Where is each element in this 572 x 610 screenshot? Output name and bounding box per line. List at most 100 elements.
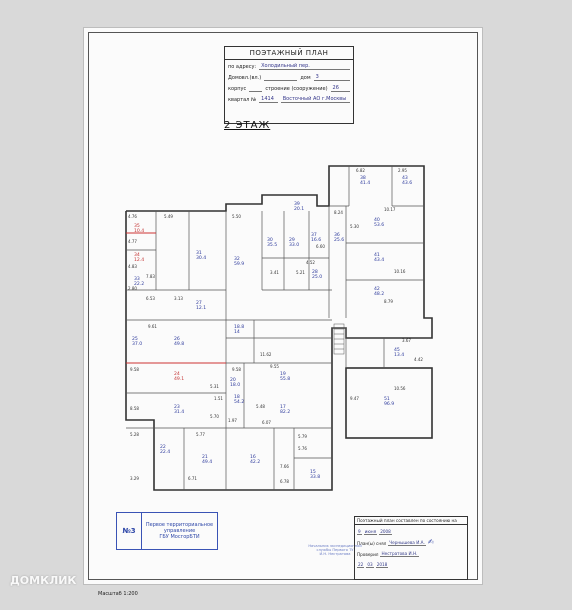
address-row: по адресу: Холодильный пер. xyxy=(225,60,353,71)
room-area: 53.6 xyxy=(374,222,384,228)
room-number: 19 xyxy=(280,371,286,377)
dimension-label: 1.97 xyxy=(228,418,237,423)
dimension-label: 3.41 xyxy=(270,270,279,275)
room-area: 12.4 xyxy=(134,257,144,263)
building-value: 26 xyxy=(330,85,350,92)
room-number: 41 xyxy=(374,252,380,258)
issued-month: 03 xyxy=(366,562,374,568)
room-number: 23 xyxy=(174,404,180,410)
dimension-label: 4.76 xyxy=(128,214,137,219)
house-label: Домовл.(вл.) xyxy=(228,75,262,81)
dimension-label: 6.53 xyxy=(146,296,155,301)
dimension-label: 8.24 xyxy=(334,210,343,215)
dimension-label: 5.21 xyxy=(296,270,305,275)
room-number: 30 xyxy=(267,237,273,243)
dimension-label: 8.79 xyxy=(384,299,393,304)
room-number: 28 xyxy=(312,269,318,275)
room-number: 26 xyxy=(174,336,180,342)
room-number: 38 xyxy=(360,175,366,181)
quarter-label: квартал № xyxy=(228,97,257,103)
house-value xyxy=(264,80,298,81)
room-area: 49.1 xyxy=(174,376,184,382)
room-area: 12.1 xyxy=(196,305,206,311)
dimension-label: 6.78 xyxy=(280,479,289,484)
room-number: 39 xyxy=(294,201,300,207)
stairs-icon xyxy=(333,323,345,355)
dimension-label: 5.76 xyxy=(298,446,307,451)
room-area: 31.4 xyxy=(174,409,184,415)
dimension-label: 5.50 xyxy=(232,214,241,219)
room-number: 33 xyxy=(134,276,140,282)
korpus-value xyxy=(249,91,263,92)
room-area: 25.6 xyxy=(334,237,344,243)
stamp-line: управление xyxy=(163,528,196,534)
watermark-logo: ДОМКЛИК xyxy=(10,574,77,587)
room-number: 24 xyxy=(174,371,180,377)
room-area: 48.2 xyxy=(374,291,384,297)
dimension-label: 5.49 xyxy=(164,214,173,219)
dimension-label: 1.51 xyxy=(214,396,223,401)
dimension-label: 6.82 xyxy=(356,168,365,173)
outer-walls xyxy=(125,165,433,491)
room-number: 21 xyxy=(202,454,208,460)
dimension-label: 9.55 xyxy=(270,364,279,369)
dimension-label: 6.60 xyxy=(316,244,325,249)
room-area: 55.8 xyxy=(280,376,290,382)
room-number: 18 xyxy=(234,394,240,400)
dimension-label: 6.07 xyxy=(262,420,271,425)
room-number: 31 xyxy=(196,250,202,256)
room-area: 33.8 xyxy=(310,474,320,480)
korpus-row: корпус строение (сооружение) 26 xyxy=(225,82,353,93)
dimension-label: 8.58 xyxy=(130,406,139,411)
floor-plan-drawing: 35 10.4 34 12.4 33 22.2 32 59.9 31 30.4 … xyxy=(125,165,433,491)
district-value: Восточный АО г.Москвы xyxy=(280,96,351,103)
room-number: 27 xyxy=(196,300,202,306)
interior-walls xyxy=(126,166,424,490)
room-area: 49.8 xyxy=(174,341,184,347)
room-area: 18.8 xyxy=(234,324,244,330)
check-row: Проверил Нестратова И.Н. xyxy=(355,547,467,558)
dimension-label: 9.47 xyxy=(350,396,359,401)
room-area: 22.2 xyxy=(134,281,144,287)
dimension-label: 9.58 xyxy=(130,367,139,372)
address-value: Холодильный пер. xyxy=(259,63,350,70)
room-area: 20.1 xyxy=(294,206,304,212)
dimension-label: 10.56 xyxy=(394,386,406,391)
room-number: 14 xyxy=(234,329,240,335)
dimension-label: 10.17 xyxy=(384,207,396,212)
dimension-label: 10.16 xyxy=(394,269,406,274)
scale-label: Масштаб 1:200 xyxy=(98,591,138,597)
plan-sheet: ПОЭТАЖНЫЙ ПЛАН по адресу: Холодильный пе… xyxy=(83,27,483,597)
check-person: Нестратова И.Н. xyxy=(380,551,419,557)
dimension-label: 3.29 xyxy=(130,476,139,481)
seal-line: И.Н. Нестратова xyxy=(319,552,351,556)
dimension-label: 5.48 xyxy=(256,404,265,409)
dimension-label: 7.83 xyxy=(146,274,155,279)
dimension-label: 4.83 xyxy=(128,264,137,269)
room-area: 25.0 xyxy=(312,274,322,280)
room-number: 36 xyxy=(334,232,340,238)
seal-line: службы Первого ТУ xyxy=(316,548,354,552)
quarter-row: квартал № 1414 Восточный АО г.Москвы xyxy=(225,93,353,104)
room-number: 22 xyxy=(160,444,166,450)
dimension-label: 2.80 xyxy=(128,286,137,291)
room-area: 96.9 xyxy=(384,401,394,407)
korpus-label: корпус xyxy=(228,86,247,92)
dimension-label: 2.95 xyxy=(398,168,407,173)
issued-year: 2018 xyxy=(375,562,389,568)
dimension-label: 3.13 xyxy=(174,296,183,301)
room-area: 59.9 xyxy=(234,261,244,267)
seal-line: Начальник экспедиционной xyxy=(308,544,362,548)
room-labels: 35 10.4 34 12.4 33 22.2 32 59.9 31 30.4 … xyxy=(132,175,412,480)
dimension-label: 5.31 xyxy=(210,384,219,389)
room-number: 34 xyxy=(134,252,140,258)
room-area: 35.5 xyxy=(267,242,277,248)
room-area: 49.4 xyxy=(202,459,212,465)
title-block: ПОЭТАЖНЫЙ ПЛАН по адресу: Холодильный пе… xyxy=(224,46,354,124)
house-row: Домовл.(вл.) дом 3 xyxy=(225,71,353,82)
dimension-label: 4.42 xyxy=(414,357,423,362)
dimension-label: 4.52 xyxy=(306,260,315,265)
room-area: 41.4 xyxy=(360,180,370,186)
room-number: 17 xyxy=(280,404,286,410)
dimension-label: 5.28 xyxy=(130,432,139,437)
